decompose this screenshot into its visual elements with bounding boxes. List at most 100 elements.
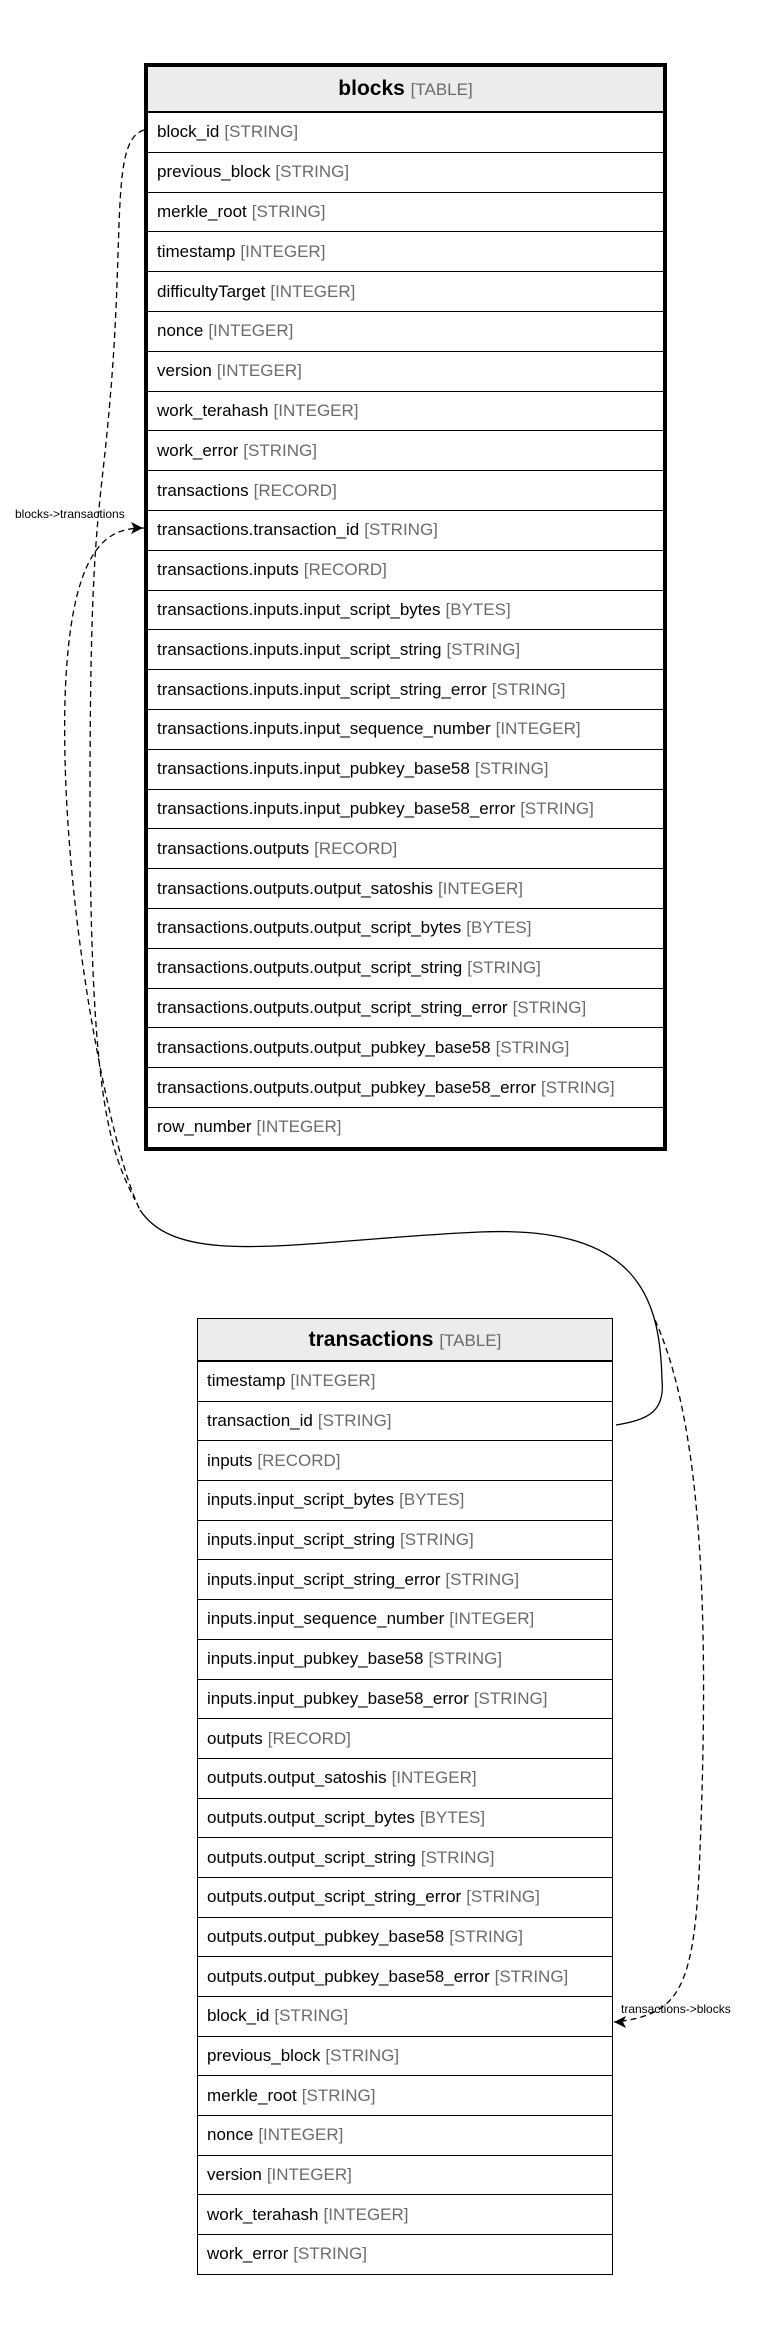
column-row: work_terahash[INTEGER] bbox=[198, 2194, 612, 2234]
column-type: [RECORD] bbox=[314, 838, 398, 858]
column-row: block_id[STRING] bbox=[198, 1996, 612, 2036]
column-type: [INTEGER] bbox=[208, 321, 294, 341]
column-name: work_error bbox=[157, 440, 239, 460]
column-row: difficultyTarget[INTEGER] bbox=[148, 271, 663, 311]
column-row: inputs.input_pubkey_base58[STRING] bbox=[198, 1638, 612, 1679]
column-type: [STRING] bbox=[540, 1077, 615, 1097]
column-row: inputs.input_script_bytes[BYTES] bbox=[198, 1480, 612, 1520]
column-row: transactions.inputs.input_script_bytes[B… bbox=[148, 589, 663, 630]
column-name: timestamp bbox=[207, 1371, 286, 1391]
column-row: version[INTEGER] bbox=[198, 2154, 612, 2195]
column-row: transactions.inputs.input_pubkey_base58_… bbox=[148, 788, 663, 829]
column-name: work_error bbox=[207, 2244, 289, 2264]
column-name: transactions.transaction_id bbox=[157, 520, 360, 540]
column-name: difficultyTarget bbox=[157, 281, 266, 301]
column-row: transactions.outputs.output_pubkey_base5… bbox=[148, 1027, 663, 1067]
column-type: [STRING] bbox=[449, 1926, 523, 1946]
column-type: [STRING] bbox=[275, 162, 350, 182]
column-name: inputs.input_sequence_number bbox=[207, 1609, 445, 1629]
edge-label-transactions-blocks: transactions->blocks bbox=[621, 2002, 731, 2016]
column-name: work_terahash bbox=[207, 2204, 319, 2224]
column-row: nonce[INTEGER] bbox=[198, 2115, 612, 2155]
arrowhead-transactions-blocks bbox=[614, 2016, 626, 2028]
table-kind: [TABLE] bbox=[410, 80, 473, 99]
column-name: inputs bbox=[207, 1450, 253, 1470]
column-row: outputs.output_script_string[STRING] bbox=[198, 1837, 612, 1877]
column-name: inputs.input_pubkey_base58 bbox=[207, 1649, 424, 1669]
column-type: [INTEGER] bbox=[323, 2204, 409, 2224]
column-row: transactions.inputs.input_pubkey_base58[… bbox=[148, 748, 663, 789]
column-row: work_error[STRING] bbox=[148, 430, 663, 470]
column-type: [STRING] bbox=[243, 440, 317, 460]
column-type: [STRING] bbox=[512, 997, 587, 1017]
column-type: [INTEGER] bbox=[256, 1117, 342, 1137]
edge-transactions-blocks-dashed bbox=[613, 1319, 705, 2023]
table-title: transactions bbox=[308, 1328, 434, 1351]
column-type: [STRING] bbox=[467, 958, 541, 978]
column-type: [STRING] bbox=[466, 1887, 540, 1907]
column-row: outputs.output_script_string_error[STRIN… bbox=[198, 1876, 612, 1917]
column-row: transactions.outputs[RECORD] bbox=[148, 828, 663, 868]
column-type: [BYTES] bbox=[445, 599, 511, 619]
column-type: [STRING] bbox=[420, 1847, 495, 1867]
column-type: [INTEGER] bbox=[290, 1371, 376, 1391]
column-type: [STRING] bbox=[301, 2085, 376, 2105]
column-type: [RECORD] bbox=[257, 1450, 341, 1470]
column-name: outputs bbox=[207, 1728, 263, 1748]
column-name: version bbox=[207, 2165, 262, 2185]
column-type: [INTEGER] bbox=[266, 2165, 352, 2185]
edge-blocks-transactions-solid bbox=[139, 1209, 664, 1426]
table-kind: [TABLE] bbox=[439, 1331, 502, 1350]
table-header: transactions [TABLE] bbox=[198, 1319, 612, 1361]
column-name: nonce bbox=[157, 321, 204, 341]
column-type: [INTEGER] bbox=[437, 878, 523, 898]
column-name: transactions.inputs.input_script_string_… bbox=[157, 679, 487, 699]
column-name: transactions.inputs.input_pubkey_base58_… bbox=[157, 798, 516, 818]
table-transactions: transactions [TABLE] timestamp[INTEGER]t… bbox=[197, 1318, 613, 2275]
column-row: timestamp[INTEGER] bbox=[198, 1361, 612, 1401]
column-row: transactions.inputs.input_script_string_… bbox=[148, 669, 663, 709]
column-row: work_terahash[INTEGER] bbox=[148, 390, 663, 431]
column-type: [STRING] bbox=[293, 2244, 367, 2264]
column-type: [RECORD] bbox=[253, 480, 337, 500]
column-name: inputs.input_script_string bbox=[207, 1530, 396, 1550]
column-row: inputs[RECORD] bbox=[198, 1440, 612, 1480]
column-name: outputs.output_satoshis bbox=[207, 1768, 387, 1788]
column-row: merkle_root[STRING] bbox=[198, 2075, 612, 2115]
column-type: [RECORD] bbox=[303, 560, 387, 580]
table-title: blocks bbox=[338, 77, 405, 100]
column-type: [STRING] bbox=[473, 1688, 548, 1708]
column-type: [STRING] bbox=[317, 1411, 392, 1431]
column-type: [INTEGER] bbox=[216, 361, 302, 381]
column-name: outputs.output_pubkey_base58_error bbox=[207, 1966, 490, 1986]
column-row: outputs[RECORD] bbox=[198, 1718, 612, 1758]
column-name: work_terahash bbox=[157, 400, 269, 420]
column-name: transactions.outputs.output_script_strin… bbox=[157, 958, 463, 978]
column-name: transactions.outputs.output_satoshis bbox=[157, 878, 433, 898]
edge-label-blocks-transactions: blocks->transactions bbox=[15, 507, 125, 521]
column-row: block_id[STRING] bbox=[148, 112, 663, 152]
column-type: [STRING] bbox=[446, 639, 521, 659]
column-name: version bbox=[157, 361, 212, 381]
column-name: transactions.inputs.input_script_bytes bbox=[157, 599, 441, 619]
column-row: nonce[INTEGER] bbox=[148, 310, 663, 351]
column-name: outputs.output_pubkey_base58 bbox=[207, 1926, 445, 1946]
column-name: outputs.output_script_bytes bbox=[207, 1807, 415, 1827]
column-name: transaction_id bbox=[207, 1411, 313, 1431]
column-type: [INTEGER] bbox=[258, 2125, 344, 2145]
column-row: transactions.transaction_id[STRING] bbox=[148, 509, 663, 550]
column-name: nonce bbox=[207, 2125, 254, 2145]
table-columns: timestamp[INTEGER]transaction_id[STRING]… bbox=[198, 1361, 612, 2274]
column-type: [STRING] bbox=[495, 1037, 570, 1057]
column-row: transactions.outputs.output_script_strin… bbox=[148, 947, 663, 988]
column-type: [STRING] bbox=[325, 2046, 400, 2066]
column-name: transactions.inputs bbox=[157, 560, 299, 580]
column-type: [INTEGER] bbox=[391, 1768, 477, 1788]
column-row: transactions.inputs[RECORD] bbox=[148, 549, 663, 590]
column-name: transactions.outputs.output_pubkey_base5… bbox=[157, 1037, 491, 1057]
column-row: inputs.input_pubkey_base58_error[STRING] bbox=[198, 1678, 612, 1719]
column-row: outputs.output_pubkey_base58_error[STRIN… bbox=[198, 1956, 612, 1996]
column-name: inputs.input_pubkey_base58_error bbox=[207, 1688, 469, 1708]
column-row: previous_block[STRING] bbox=[198, 2035, 612, 2076]
column-type: [STRING] bbox=[474, 759, 549, 779]
